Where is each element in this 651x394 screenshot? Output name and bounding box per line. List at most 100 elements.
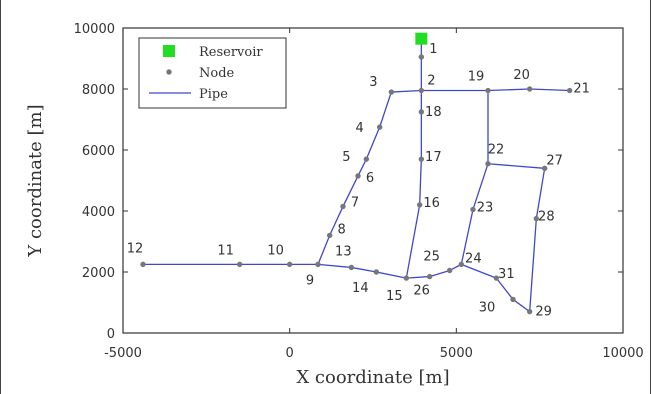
x-tick-label: -5000 (104, 346, 142, 361)
node-point-26 (426, 273, 433, 280)
node-point-12 (140, 261, 146, 268)
legend-label-reservoir: Reservoir (199, 45, 263, 60)
x-tick-label: 10000 (602, 346, 643, 361)
node-point-29 (526, 308, 533, 315)
node-label-29: 29 (535, 305, 552, 320)
node-point-7 (340, 203, 346, 210)
node-label-7: 7 (351, 195, 359, 210)
y-tick-label: 0 (107, 327, 115, 342)
node-point-17 (418, 156, 425, 162)
node-point-14 (373, 269, 380, 275)
legend-node-swatch (166, 69, 172, 75)
legend-reservoir-swatch (163, 45, 175, 57)
node-label-5: 5 (342, 150, 350, 165)
node-point-23 (470, 206, 476, 213)
node-point-13 (348, 264, 355, 271)
node-label-22: 22 (488, 143, 505, 158)
y-tick-label: 6000 (82, 144, 115, 159)
pipe-19-20 (487, 88, 530, 92)
node-point-25 (446, 267, 453, 274)
node-label-31: 31 (498, 267, 515, 282)
pipe-5-6 (357, 158, 367, 177)
node-point-8 (326, 232, 333, 239)
pipe-20-21 (529, 88, 570, 92)
node-label-1: 1 (429, 42, 437, 57)
node-label-12: 12 (127, 241, 144, 256)
legend-label-node: Node (199, 66, 235, 81)
pipe-4-5 (365, 126, 381, 160)
reservoir-marker (415, 32, 428, 45)
x-axis-title: X coordinate [m] (296, 367, 449, 388)
node-point-15 (403, 275, 410, 281)
node-label-13: 13 (335, 244, 352, 259)
pipe-15-16 (405, 204, 421, 279)
pipe-22-27 (487, 163, 545, 169)
node-point-11 (236, 261, 243, 268)
node-label-25: 25 (423, 249, 440, 264)
pipe-6-7 (342, 175, 359, 207)
node-label-4: 4 (356, 121, 364, 136)
node-label-16: 16 (423, 196, 440, 211)
pipe-13-14 (351, 266, 377, 273)
node-label-6: 6 (366, 171, 374, 186)
node-point-27 (541, 165, 548, 171)
pipe-2-3 (391, 89, 422, 93)
x-tick-label: 0 (286, 346, 294, 361)
pipe-31-24 (461, 263, 497, 279)
node-point-18 (418, 109, 425, 115)
node-point-24 (458, 261, 465, 268)
pipe-29-30 (512, 298, 531, 313)
node-label-23: 23 (477, 200, 494, 215)
node-label-21: 21 (573, 82, 590, 97)
y-tick-label: 2000 (82, 266, 115, 281)
node-point-5 (363, 156, 370, 162)
node-label-19: 19 (468, 70, 485, 85)
pipe-27-28 (535, 168, 546, 219)
node-label-2: 2 (427, 74, 435, 89)
node-point-16 (416, 202, 423, 208)
pipe-26-15 (406, 275, 430, 279)
node-point-9 (315, 261, 321, 268)
node-point-2 (418, 87, 425, 94)
node-label-14: 14 (352, 281, 369, 296)
node-label-3: 3 (369, 75, 377, 90)
node-point-3 (388, 89, 395, 95)
y-tick-label: 4000 (82, 205, 115, 220)
node-label-28: 28 (538, 210, 555, 225)
node-label-24: 24 (465, 251, 482, 266)
node-point-19 (485, 87, 491, 94)
node-point-21 (566, 87, 573, 94)
pipe-25-26 (429, 269, 450, 278)
node-label-17: 17 (425, 150, 442, 165)
node-label-27: 27 (546, 153, 563, 168)
node-point-22 (485, 161, 491, 167)
node-label-9: 9 (306, 273, 314, 288)
legend-label-pipe: Pipe (199, 87, 228, 102)
node-point-28 (533, 215, 540, 222)
node-point-30 (510, 296, 516, 303)
node-label-8: 8 (338, 222, 346, 237)
node-point-4 (376, 124, 383, 130)
node-point-20 (526, 86, 533, 92)
node-label-30: 30 (479, 300, 496, 315)
pipe-9-13 (317, 263, 352, 269)
pipe-8-9 (317, 235, 331, 265)
pipe-7-8 (329, 206, 344, 236)
node-label-26: 26 (413, 284, 430, 299)
pipe-16-17 (419, 159, 422, 205)
node-point-6 (355, 173, 361, 179)
pipe-22-23 (472, 163, 489, 210)
node-label-11: 11 (217, 243, 234, 258)
pipe-23-24 (460, 209, 474, 265)
node-label-18: 18 (425, 105, 442, 120)
pipe-30-31 (495, 277, 514, 300)
pipe-28-29 (529, 218, 537, 312)
node-label-15: 15 (386, 289, 403, 304)
node-label-10: 10 (267, 243, 284, 258)
y-tick-label: 8000 (82, 83, 115, 98)
node-point-1 (418, 54, 425, 60)
y-tick-label: 10000 (74, 22, 115, 37)
